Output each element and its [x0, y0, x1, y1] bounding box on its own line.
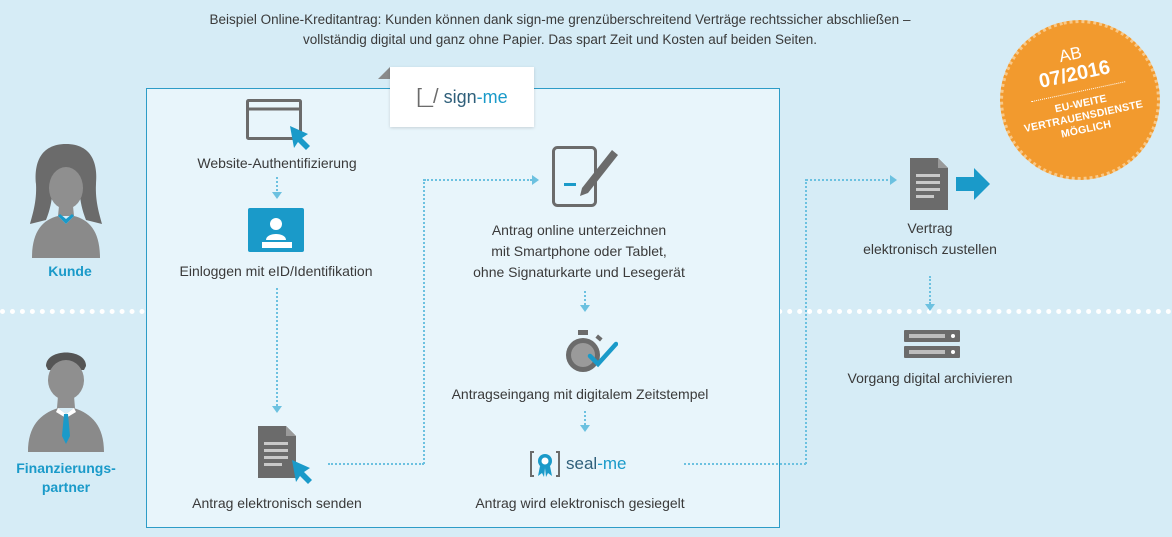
connector-seal-h [684, 463, 806, 465]
connector-timestamp-seal [584, 411, 586, 425]
step-login-label: Einloggen mit eID/Identifikation [179, 263, 373, 279]
tablet-sign-icon [552, 146, 618, 207]
sign-me-logo: [_/ sign-me [390, 67, 534, 127]
connector-seal-deliver [806, 179, 892, 181]
role-partner-line-2: partner [41, 479, 91, 495]
connector-auth-login [276, 177, 278, 191]
connector-send-v [423, 179, 425, 464]
role-customer: Kunde [48, 263, 92, 279]
sign-me-me: -me [476, 86, 508, 107]
step-send-label: Antrag elektronisch senden [192, 495, 362, 511]
step-timestamp-label: Antragseingang mit digitalem Zeitstempel [451, 386, 709, 402]
stopwatch-icon [566, 330, 618, 372]
step-sign-line-1: Antrag online unterzeichnen [491, 222, 667, 238]
step-deliver-line-2: elektronisch zustellen [863, 241, 997, 257]
step-deliver-line-1: Vertrag [907, 220, 953, 236]
step-sign-label: Antrag online unterzeichnen mit Smartpho… [444, 220, 714, 283]
intro-line-1: Beispiel Online-Kreditantrag: Kunden kön… [209, 12, 911, 27]
intro-line-2: vollständig digital und ganz ohne Papier… [302, 32, 818, 47]
step-sign-line-2: mit Smartphone oder Tablet, [491, 243, 667, 259]
connector-send-h [328, 463, 424, 465]
connector-login-send [276, 288, 278, 406]
connector-sign-timestamp [584, 291, 586, 305]
arrow-timestamp-seal [580, 425, 590, 432]
connector-send-sign [424, 179, 532, 181]
eu-trust-services-badge: AB 07/2016 EU-WEITE VERTRAUENSDIENSTE MÖ… [985, 5, 1172, 195]
step-auth-label: Website-Authentifizierung [197, 155, 357, 171]
document-send-icon [258, 426, 312, 484]
document-deliver-icon [910, 158, 990, 210]
seal-icon [530, 451, 560, 477]
seal-me-wordmark: seal-me [566, 454, 626, 474]
arrow-sign-timestamp [580, 305, 590, 312]
customer-avatar-icon [30, 144, 102, 258]
arrow-auth-login [272, 192, 282, 199]
sign-me-bracket: [_/ [416, 85, 439, 108]
archive-server-icon [904, 330, 960, 358]
browser-window-icon [246, 99, 310, 150]
seal-me-me: -me [597, 454, 627, 473]
arrow-send-sign [532, 175, 539, 185]
step-sign-line-3: ohne Signaturkarte und Lesegerät [473, 264, 685, 280]
sign-me-wordmark: [_/ sign-me [416, 86, 507, 109]
role-partner: Finanzierungs- partner [0, 459, 132, 497]
arrow-deliver-archive [925, 304, 935, 311]
partner-avatar-icon [28, 352, 104, 452]
step-seal-label: Antrag wird elektronisch gesiegelt [475, 495, 685, 511]
arrow-login-send [272, 406, 282, 413]
role-partner-line-1: Finanzierungs- [16, 460, 116, 476]
connector-seal-v [805, 179, 807, 464]
sign-me-sign: sign [443, 86, 477, 107]
sign-me-panel [146, 88, 780, 528]
id-card-icon [248, 208, 304, 252]
tab-notch [378, 67, 390, 79]
seal-me-seal: seal [566, 454, 598, 473]
seal-me-logo: seal-me [530, 450, 660, 478]
arrow-seal-deliver [890, 175, 897, 185]
step-deliver-label: Vertrag elektronisch zustellen [830, 218, 1030, 260]
intro-text: Beispiel Online-Kreditantrag: Kunden kön… [130, 10, 990, 50]
step-archive-label: Vorgang digital archivieren [847, 370, 1013, 386]
connector-deliver-archive [929, 276, 931, 304]
